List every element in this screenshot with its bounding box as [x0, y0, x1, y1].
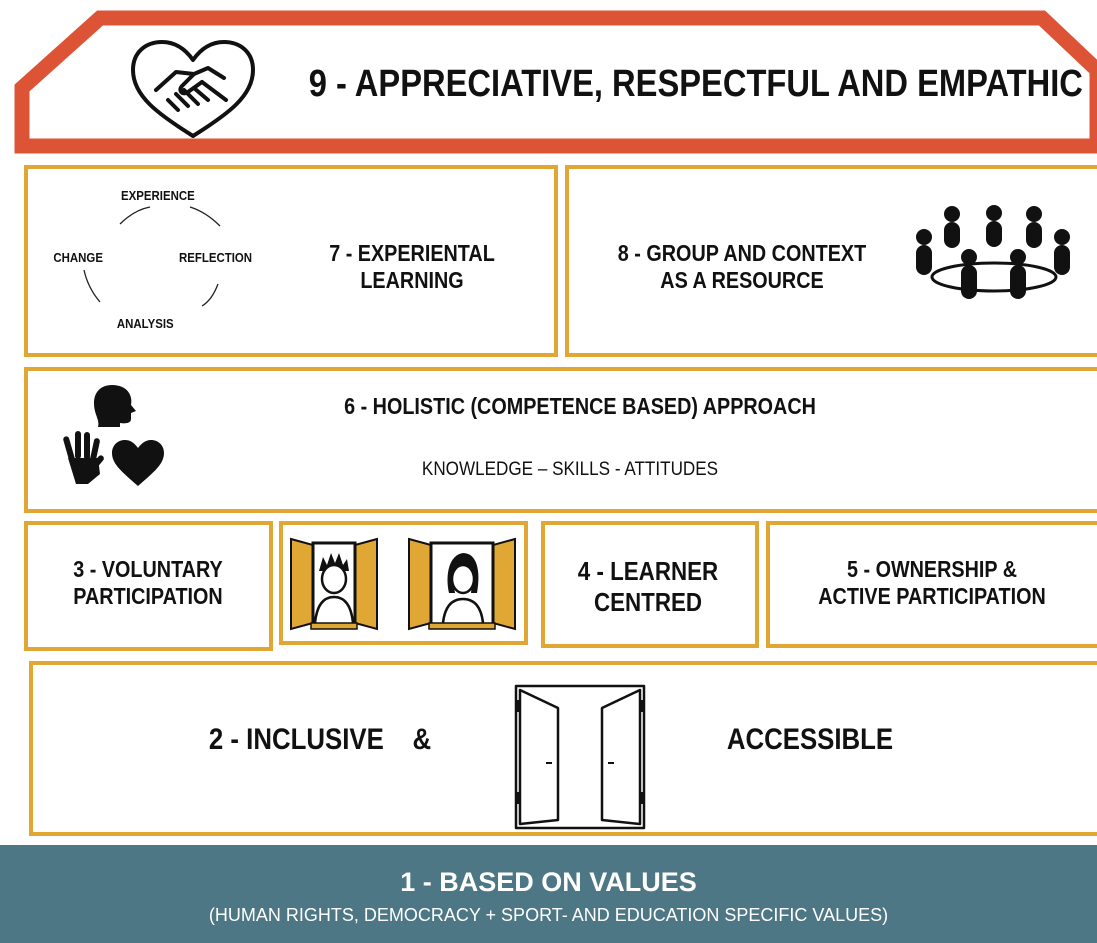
hand-icon [63, 431, 104, 484]
principle-6-subtitle: KNOWLEDGE – SKILLS - ATTITUDES [421, 459, 719, 480]
principle-9-title: 9 - APPRECIATIVE, RESPECTFUL AND EMPATHI… [308, 63, 1083, 105]
principle-8-line2: AS A RESOURCE [660, 267, 824, 294]
principle-7-title: 7 - EXPERIENTAL LEARNING [309, 240, 515, 294]
cycle-change-label: CHANGE [53, 250, 103, 265]
experiential-cycle-diagram [83, 206, 221, 307]
group-circle-icon [916, 205, 1070, 299]
principle-5-line1: 5 - OWNERSHIP & [847, 556, 1017, 582]
principle-8-title: 8 - GROUP AND CONTEXT AS A RESOURCE [604, 240, 879, 294]
principle-5-title: 5 - OWNERSHIP & ACTIVE PARTICIPATION [794, 556, 1069, 610]
head-icon [94, 385, 136, 427]
principle-3-box [24, 521, 273, 651]
foundation-bar: 1 - BASED ON VALUES (HUMAN RIGHTS, DEMOC… [0, 845, 1097, 943]
principle-5-box [766, 521, 1097, 648]
principle-7-box [24, 165, 558, 357]
principle-6-title: 6 - HOLISTIC (COMPETENCE BASED) APPROACH [344, 393, 816, 419]
cycle-reflection-label: REFLECTION [178, 250, 253, 265]
principle-5-line2: ACTIVE PARTICIPATION [818, 583, 1046, 610]
principle-4-line1: 4 - LEARNER [577, 556, 719, 586]
principle-2-box [29, 661, 1097, 836]
principle-6-box [24, 367, 1097, 513]
open-windows-people-icon [290, 537, 516, 631]
principle-3-line2: PARTICIPATION [73, 583, 223, 610]
heart-handshake-icon [131, 40, 255, 138]
principle-3-line1: 3 - VOLUNTARY [73, 556, 223, 582]
roof-frame [14, 10, 1097, 154]
principle-7-line1: 7 - EXPERIENTAL [329, 240, 495, 266]
heart-icon [112, 440, 164, 486]
cycle-experience-label: EXPERIENCE [121, 188, 195, 203]
cycle-analysis-label: ANALYSIS [116, 316, 174, 331]
principle-1-title: 1 - BASED ON VALUES [400, 867, 697, 897]
principle-2-accessible-text: ACCESSIBLE [726, 723, 894, 756]
open-door-icon [514, 684, 646, 830]
principle-3-title: 3 - VOLUNTARY PARTICIPATION [47, 556, 250, 610]
principle-4-line2: CENTRED [593, 586, 703, 617]
principle-2-inclusive-text: 2 - INCLUSIVE & [208, 723, 432, 756]
principle-4-title: 4 - LEARNER CENTRED [562, 556, 734, 617]
principle-8-box [565, 165, 1097, 357]
principle-1-subtitle: (HUMAN RIGHTS, DEMOCRACY + SPORT- AND ED… [208, 905, 889, 925]
principle-8-line1: 8 - GROUP AND CONTEXT [617, 240, 867, 266]
principle-4-box [541, 521, 759, 648]
principle-7-line2: LEARNING [360, 267, 464, 294]
